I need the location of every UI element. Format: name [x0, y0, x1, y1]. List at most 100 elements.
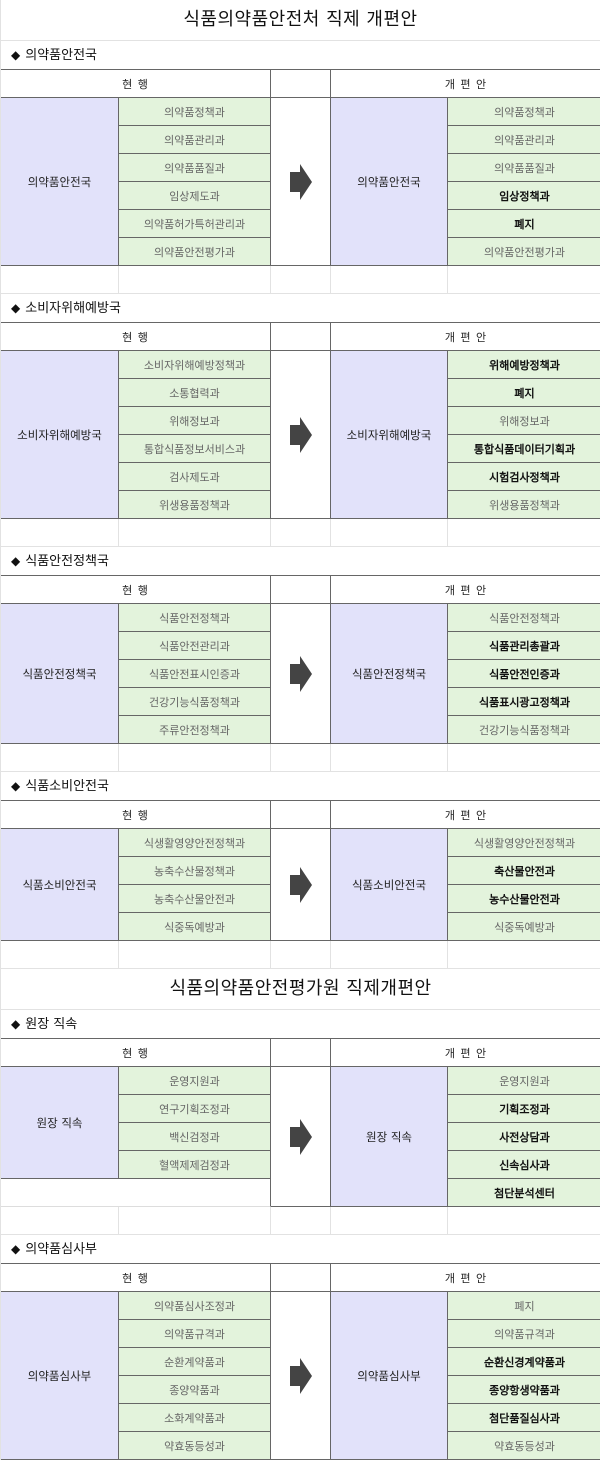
spacer-cell — [119, 941, 271, 969]
proposed-division-cell-changed: 첨단품질심사과 — [448, 1404, 600, 1432]
proposed-header: 개 편 안 — [331, 801, 600, 829]
current-division-cell: 의약품품질과 — [119, 154, 271, 182]
proposed-division-cell-changed: 식품표시광고정책과 — [448, 688, 600, 716]
diamond-bullet-icon: ◆ — [11, 1242, 21, 1256]
spacer-cell — [1, 519, 119, 547]
current-org-cell: 의약품심사부 — [1, 1292, 119, 1460]
spacer-cell — [448, 1207, 600, 1235]
diamond-bullet-icon: ◆ — [11, 779, 21, 793]
arrow-header-cell — [271, 576, 331, 604]
right-arrow-icon — [289, 866, 312, 903]
current-division-cell: 농축수산물정책과 — [119, 857, 271, 885]
proposed-org-cell: 식품안전정책국 — [331, 604, 448, 744]
right-arrow-icon — [289, 163, 312, 200]
proposed-division-cell: 위해정보과 — [448, 407, 600, 435]
current-division-cell: 종양약품과 — [119, 1376, 271, 1404]
spacer-row — [1, 1207, 600, 1235]
current-division-cell: 의약품규격과 — [119, 1320, 271, 1348]
proposed-org-cell: 소비자위해예방국 — [331, 351, 448, 519]
diamond-bullet-icon: ◆ — [11, 301, 21, 315]
spacer-cell — [271, 1207, 331, 1235]
proposed-division-cell: 약효동등성과 — [448, 1432, 600, 1460]
proposed-division-cell-changed: 농수산물안전과 — [448, 885, 600, 913]
section-heading-text: 소비자위해예방국 — [25, 301, 121, 316]
spacer-cell — [1, 1207, 119, 1235]
section-heading-text: 원장 직속 — [25, 1017, 78, 1032]
current-org-cell: 의약품안전국 — [1, 98, 119, 266]
current-division-cell: 임상제도과 — [119, 182, 271, 210]
spacer-row — [1, 744, 600, 772]
proposed-header: 개 편 안 — [331, 576, 600, 604]
spacer-row — [1, 266, 600, 294]
section-heading: ◆ 의약품심사부 — [1, 1235, 600, 1264]
proposed-division-cell-changed: 종양항생약품과 — [448, 1376, 600, 1404]
proposed-header: 개 편 안 — [331, 323, 600, 351]
proposed-division-cell-changed: 신속심사과 — [448, 1151, 600, 1179]
spacer-row — [1, 519, 600, 547]
current-division-cell: 식품안전표시인증과 — [119, 660, 271, 688]
spacer-cell — [331, 1207, 448, 1235]
proposed-division-cell: 위생용품정책과 — [448, 491, 600, 519]
document-title: 식품의약품안전평가원 직제개편안 — [1, 969, 600, 1010]
arrow-header-cell — [271, 70, 331, 98]
current-division-cell: 소화계약품과 — [119, 1404, 271, 1432]
spacer-cell — [1, 266, 119, 294]
section-heading-text: 식품소비안전국 — [25, 779, 109, 794]
right-arrow-icon — [289, 655, 312, 692]
proposed-division-cell-changed: 폐지 — [448, 210, 600, 238]
section-heading: ◆ 식품안전정책국 — [1, 547, 600, 576]
spacer-cell — [1, 941, 119, 969]
current-division-cell: 의약품관리과 — [119, 126, 271, 154]
proposed-division-cell-changed: 임상정책과 — [448, 182, 600, 210]
current-header: 현 행 — [1, 323, 271, 351]
current-division-cell: 혈액제제검정과 — [119, 1151, 271, 1179]
proposed-org-cell: 식품소비안전국 — [331, 829, 448, 941]
diamond-bullet-icon: ◆ — [11, 554, 21, 568]
current-division-cell: 의약품허가특허관리과 — [119, 210, 271, 238]
current-division-cell: 운영지원과 — [119, 1067, 271, 1095]
current-division-cell: 의약품심사조정과 — [119, 1292, 271, 1320]
current-header: 현 행 — [1, 70, 271, 98]
proposed-division-cell: 의약품관리과 — [448, 126, 600, 154]
proposed-division-cell: 운영지원과 — [448, 1067, 600, 1095]
proposed-division-cell: 의약품정책과 — [448, 98, 600, 126]
current-division-cell: 농축수산물안전과 — [119, 885, 271, 913]
arrow-cell — [271, 351, 331, 519]
proposed-division-cell-changed: 첨단분석센터 — [448, 1179, 600, 1207]
current-division-cell: 소통협력과 — [119, 379, 271, 407]
current-division-cell: 식생활영양안전정책과 — [119, 829, 271, 857]
current-division-cell: 위해정보과 — [119, 407, 271, 435]
spacer-cell — [448, 519, 600, 547]
current-division-cell: 위생용품정책과 — [119, 491, 271, 519]
proposed-division-cell: 폐지 — [448, 1292, 600, 1320]
current-division-cell: 검사제도과 — [119, 463, 271, 491]
current-division-cell: 주류안전정책과 — [119, 716, 271, 744]
current-division-cell: 식품안전관리과 — [119, 632, 271, 660]
section-heading-text: 식품안전정책국 — [25, 554, 109, 569]
spacer-cell — [1, 744, 119, 772]
proposed-division-cell: 식생활영양안전정책과 — [448, 829, 600, 857]
section-heading-text: 의약품심사부 — [25, 1242, 97, 1257]
spacer-cell — [448, 744, 600, 772]
current-org-cell: 식품안전정책국 — [1, 604, 119, 744]
proposed-division-cell-changed: 축산물안전과 — [448, 857, 600, 885]
section-heading-text: 의약품안전국 — [25, 48, 97, 63]
spacer-cell — [119, 744, 271, 772]
arrow-cell — [271, 604, 331, 744]
current-division-cell: 순환계약품과 — [119, 1348, 271, 1376]
spacer-cell — [119, 1207, 271, 1235]
section-heading: ◆ 식품소비안전국 — [1, 772, 600, 801]
spacer-cell — [119, 266, 271, 294]
current-division-cell: 의약품정책과 — [119, 98, 271, 126]
arrow-header-cell — [271, 1264, 331, 1292]
spacer-cell — [448, 941, 600, 969]
current-org-cell: 소비자위해예방국 — [1, 351, 119, 519]
diamond-bullet-icon: ◆ — [11, 1017, 21, 1031]
proposed-division-cell: 의약품안전평가과 — [448, 238, 600, 266]
proposed-division-cell: 식중독예방과 — [448, 913, 600, 941]
